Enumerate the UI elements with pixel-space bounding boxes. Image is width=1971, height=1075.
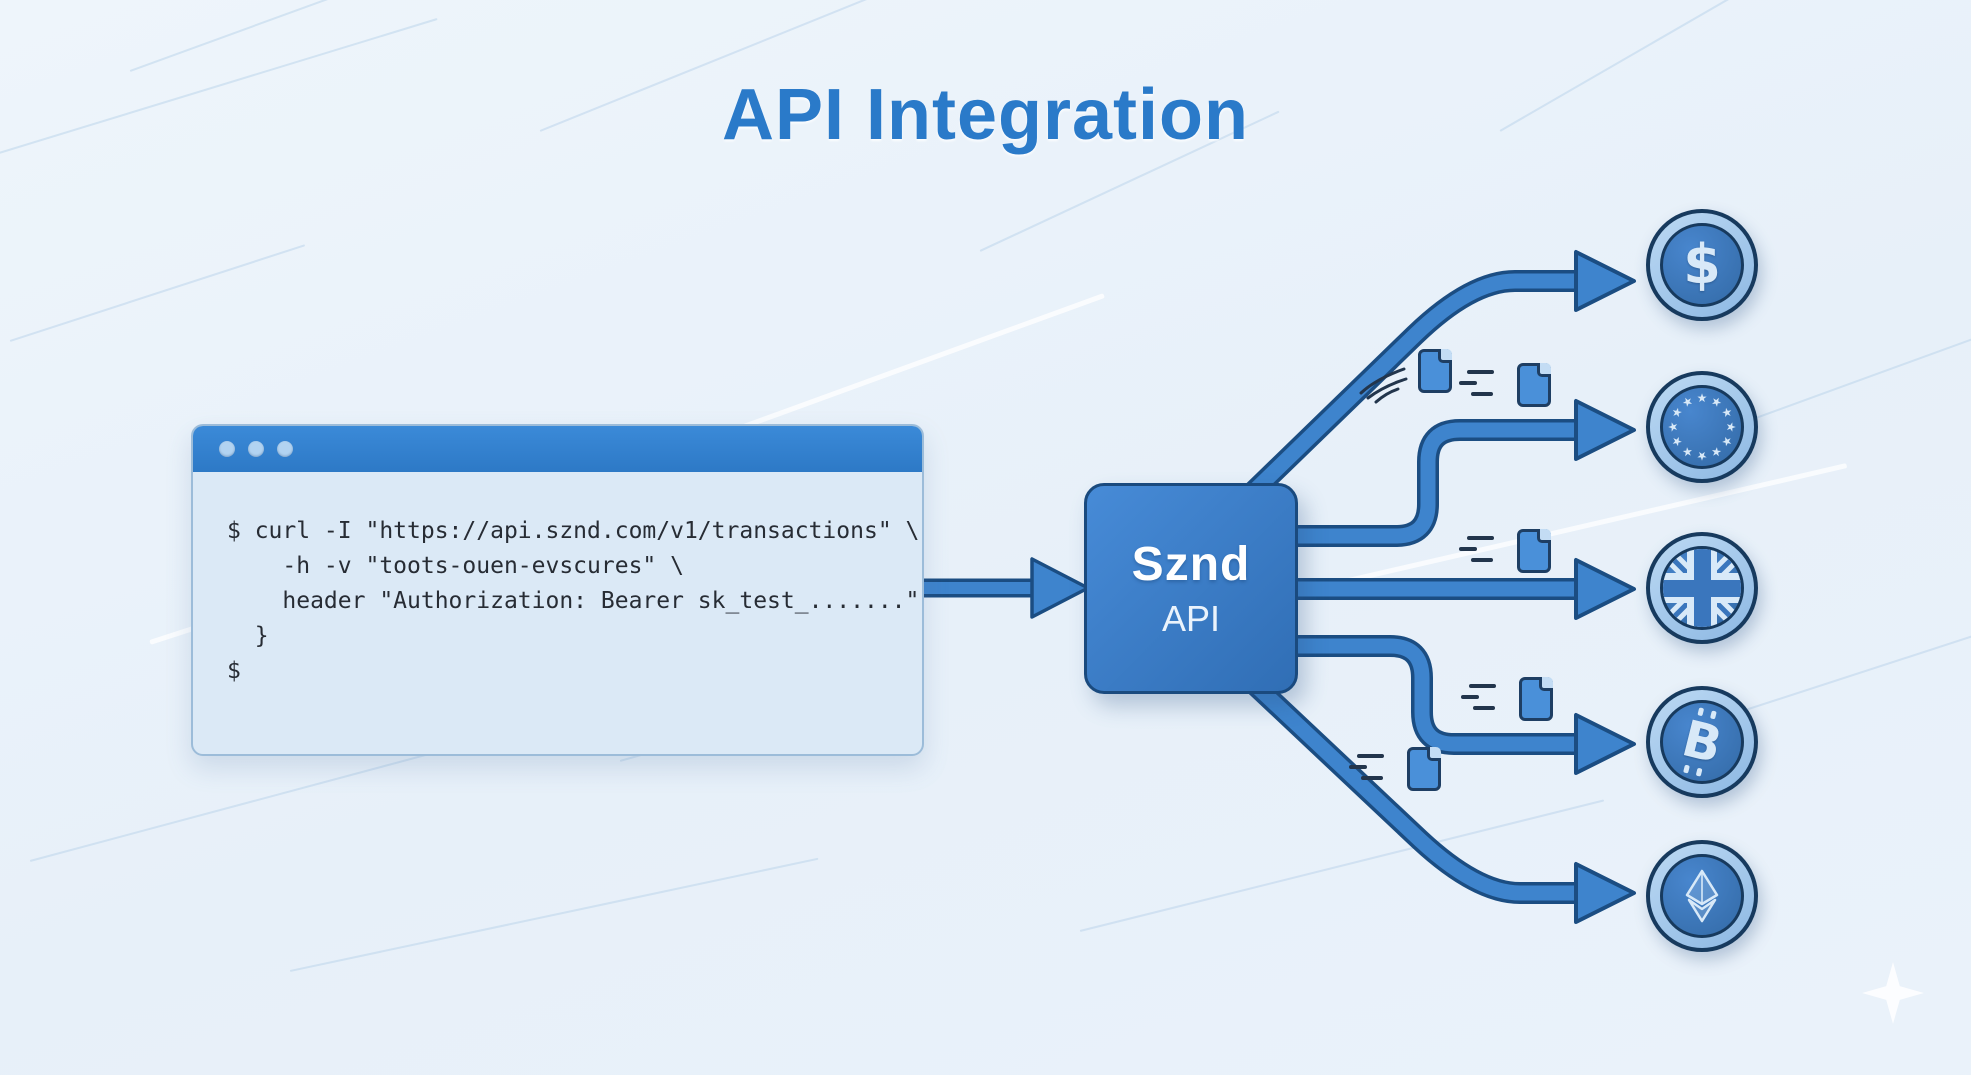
document-icon bbox=[1517, 363, 1551, 407]
document-fold bbox=[1427, 747, 1441, 761]
document-transfer bbox=[1455, 363, 1551, 413]
ethereum-symbol bbox=[1685, 869, 1719, 923]
window-dot-icon bbox=[277, 441, 293, 457]
window-dot-icon bbox=[219, 441, 235, 457]
code-line: header "Authorization: Bearer sk_test_..… bbox=[227, 588, 920, 614]
window-dot-icon bbox=[248, 441, 264, 457]
document-fold bbox=[1438, 349, 1452, 363]
document-fold bbox=[1539, 677, 1553, 691]
terminal-window: $ curl -I "https://api.sznd.com/v1/trans… bbox=[191, 424, 924, 756]
document-icon bbox=[1418, 349, 1452, 393]
speed-swoosh-icon bbox=[1359, 367, 1408, 404]
terminal-titlebar bbox=[193, 426, 922, 472]
document-fold bbox=[1537, 363, 1551, 377]
page-title: API Integration bbox=[721, 75, 1249, 155]
speed-lines-icon bbox=[1349, 754, 1393, 787]
dollar-symbol: $ bbox=[1683, 233, 1721, 296]
document-icon bbox=[1407, 747, 1441, 791]
speed-lines-icon bbox=[1459, 370, 1503, 403]
code-line: } bbox=[227, 623, 269, 649]
terminal-body: $ curl -I "https://api.sznd.com/v1/trans… bbox=[193, 472, 922, 689]
document-transfer bbox=[1345, 747, 1441, 797]
arrow-api-to-dollar bbox=[1240, 250, 1636, 505]
code-line: $ bbox=[227, 658, 241, 684]
code-line: -h -v "toots-ouen-evscures" \ bbox=[227, 553, 684, 579]
eu-stars: ★★★★★★★★★★★★ bbox=[1666, 391, 1738, 463]
document-transfer bbox=[1356, 349, 1452, 404]
union-jack bbox=[1663, 549, 1741, 627]
speed-lines-icon bbox=[1459, 536, 1503, 569]
euro-stars-coin-icon: ★★★★★★★★★★★★ bbox=[1646, 371, 1758, 483]
document-fold bbox=[1537, 529, 1551, 543]
document-icon bbox=[1517, 529, 1551, 573]
document-transfer bbox=[1455, 529, 1551, 579]
api-node: Sznd API bbox=[1084, 483, 1298, 694]
document-icon bbox=[1519, 677, 1553, 721]
arrow-api-to-ethereum bbox=[1242, 671, 1636, 924]
arrow-api-to-euro bbox=[1290, 399, 1636, 547]
ethereum-coin-icon bbox=[1646, 840, 1758, 952]
api-node-title: Sznd bbox=[1131, 538, 1251, 591]
uk-flag-coin-icon bbox=[1646, 532, 1758, 644]
bitcoin-symbol: B bbox=[1676, 707, 1728, 775]
arrow-api-to-pound bbox=[1290, 558, 1636, 620]
dollar-coin-icon: $ bbox=[1646, 209, 1758, 321]
arrow-terminal-to-api bbox=[920, 557, 1090, 619]
arrow-api-to-bitcoin bbox=[1290, 635, 1636, 775]
document-transfer bbox=[1457, 677, 1553, 727]
code-line: $ curl -I "https://api.sznd.com/v1/trans… bbox=[227, 518, 920, 544]
bitcoin-coin-icon: B bbox=[1646, 686, 1758, 798]
speed-lines-icon bbox=[1461, 684, 1505, 717]
api-node-subtitle: API bbox=[1161, 598, 1221, 639]
